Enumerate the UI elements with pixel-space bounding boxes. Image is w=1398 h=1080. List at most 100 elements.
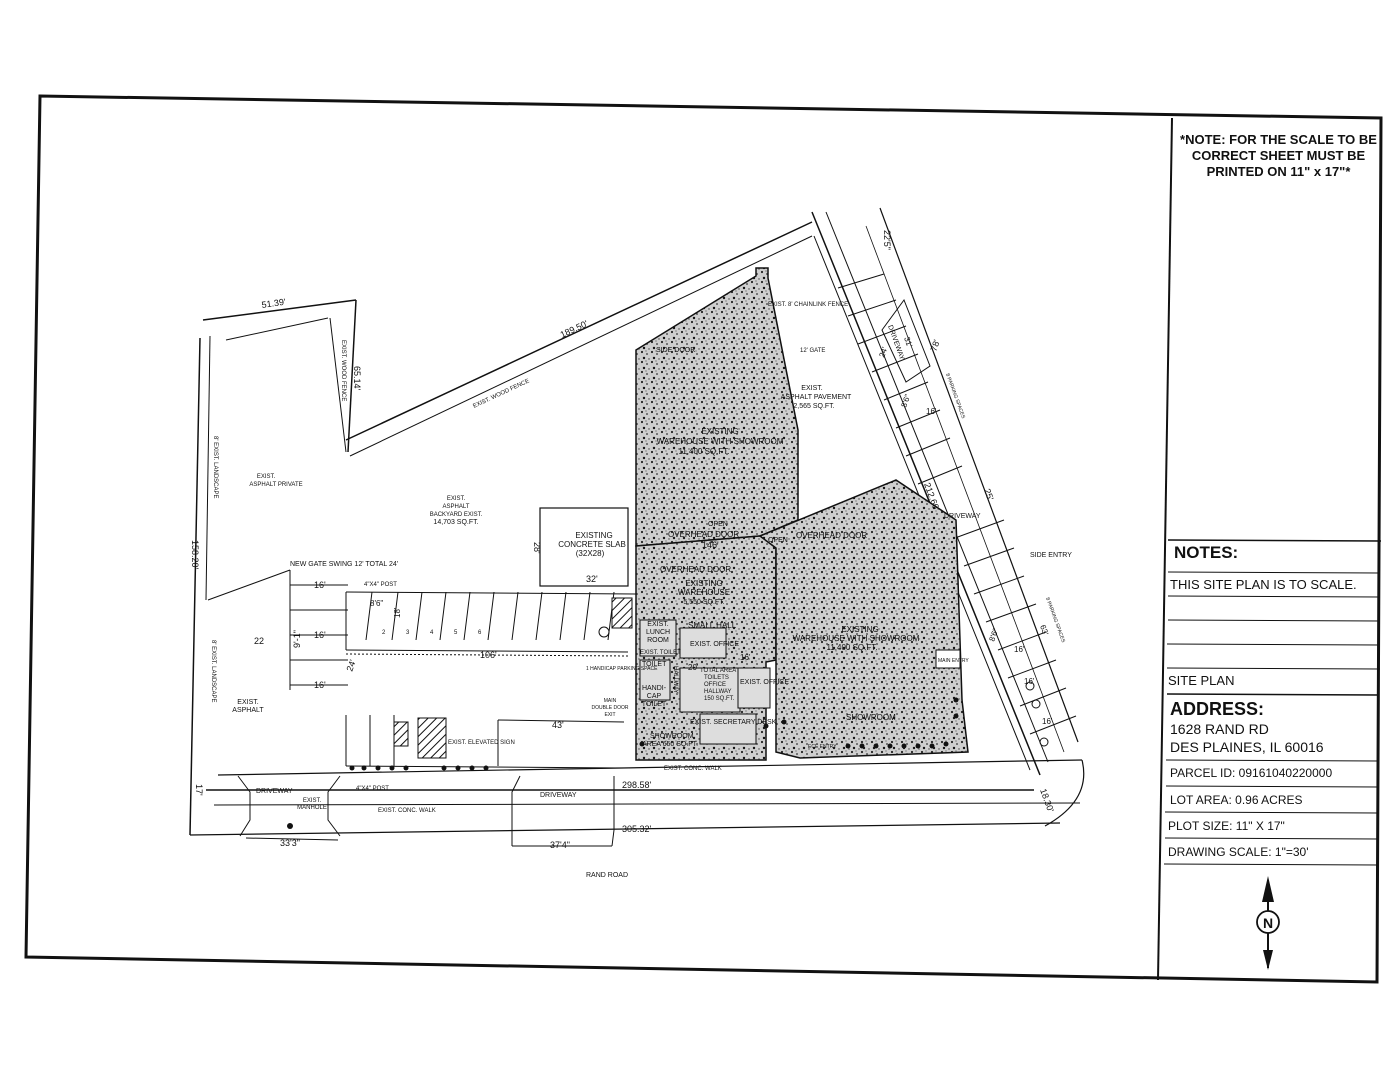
dim-25: 25' xyxy=(982,487,996,502)
label-office-a: EXIST. OFFICE xyxy=(690,641,739,648)
dim-298-58: 298.58' xyxy=(622,780,652,790)
dim-16b: 16' xyxy=(314,630,326,640)
dim-65-14: 65.14' xyxy=(352,366,362,391)
label-wh2-b: WAREHOUSE xyxy=(678,588,730,597)
planter-markers xyxy=(287,697,959,829)
title-block xyxy=(1157,117,1382,981)
lot-area: LOT AREA: 0.96 ACRES xyxy=(1170,793,1303,807)
label-manhole-2: MANHOLE xyxy=(297,805,327,811)
dim-17: 17' xyxy=(194,784,204,796)
label-overhead-a: OVERHEAD DOOR xyxy=(668,530,739,539)
dim-18: 18' xyxy=(393,607,402,618)
label-overhead-c: OVERHEAD DOOR xyxy=(660,565,731,574)
label-wh2-a: EXISTING xyxy=(685,579,722,588)
dim-106: 106' xyxy=(480,650,497,660)
label-driveway-s: DRIVEWAY xyxy=(540,792,577,799)
label-showroom-a: SHOWROOM xyxy=(650,733,694,740)
dim-8-6: 8'6" xyxy=(370,599,383,608)
label-rand-road: RAND ROAD xyxy=(586,872,628,879)
concrete-slab xyxy=(539,507,629,587)
dim-22: 22 xyxy=(254,636,264,646)
label-asphalt-pav-1: EXIST. xyxy=(801,385,822,392)
label-office-c: EXIST. OFFICE xyxy=(740,679,789,686)
sheet-border xyxy=(24,94,1383,984)
label-backyard-3: BACKYARD EXIST. xyxy=(430,512,483,518)
label-wh1-b: WAREHOUSE WITH SHOWROOM xyxy=(657,437,784,446)
label-chainlink: EXIST. 8' CHAINLINK FENCE xyxy=(768,302,848,308)
label-toilet-a: EXIST. TOILET xyxy=(640,650,681,656)
address-heading: ADDRESS: xyxy=(1170,699,1265,719)
parcel-id: PARCEL ID: 09161040220000 xyxy=(1170,766,1333,780)
label-asphalt-priv-1: EXIST. xyxy=(257,474,276,480)
label-slab-3: (32X28) xyxy=(576,549,605,558)
dim-20: 20' xyxy=(688,663,699,672)
notes-line: THIS SITE PLAN IS TO SCALE. xyxy=(1170,577,1357,592)
ramp-hatch xyxy=(611,597,633,629)
dim-16f: 16' xyxy=(1014,645,1025,654)
label-main-entry: MAIN ENTRY xyxy=(938,658,969,664)
label-showroom-b: SHOWROOM xyxy=(846,713,896,722)
label-backyard-1: EXIST. xyxy=(447,496,466,502)
label-backyard-4: 14,703 SQ.FT. xyxy=(433,519,478,526)
drawing-scale: DRAWING SCALE: 1"=30' xyxy=(1168,845,1309,859)
dim-22-5: 22'5" xyxy=(882,230,892,250)
label-slab-2: CONCRETE SLAB xyxy=(558,540,626,549)
dim-16h: 16' xyxy=(1042,717,1053,726)
dim-63: 63' xyxy=(1038,624,1050,637)
label-wh1-a: EXISTING xyxy=(701,427,738,436)
label-secretary: EXIST. SECRETARY DESK xyxy=(690,719,777,726)
dim-8-6c: 8'6" xyxy=(987,627,1000,643)
label-asphalt-priv-2: ASPHALT PRIVATE xyxy=(249,482,302,488)
label-asphalt-pav-2: ASPHALT PAVEMENT xyxy=(781,394,852,401)
dim-189-50: 189.50' xyxy=(559,318,590,340)
label-elev-sign: EXIST. ELEVATED SIGN xyxy=(448,740,515,746)
label-manhole-1: EXIST. xyxy=(303,798,322,804)
label-conc-walk-b: EXIST. CONC. WALK xyxy=(378,808,436,814)
label-side-door: SIDE DOOR xyxy=(656,347,695,354)
label-area-650: AREA 650 SQ.FT. xyxy=(642,741,698,748)
label-side-entry: SIDE ENTRY xyxy=(1030,552,1072,559)
stall-number-2: 2 xyxy=(382,630,386,636)
scale-note: *NOTE: FOR THE SCALE TO BE CORRECT SHEET… xyxy=(1180,132,1377,179)
label-hc-1: HANDI- xyxy=(642,685,667,692)
label-small-hall: SMALL HALL xyxy=(688,621,737,630)
label-driveway-e: DRIVEWAY xyxy=(944,513,981,520)
label-slab-1: EXISTING xyxy=(575,531,612,540)
label-wh1-c: 11,400 SQ.FT. xyxy=(679,447,730,456)
warehouse-north xyxy=(635,267,799,547)
dim-31: 31' xyxy=(902,336,914,349)
warehouse-east xyxy=(758,479,969,759)
label-parking-ne: 8 PARKING SPACES xyxy=(944,373,966,420)
label-landscape-w: 8' EXIST. LANDSCAPE xyxy=(212,436,218,499)
label-hc-2: CAP xyxy=(647,693,662,700)
label-main-door-3: EXIT xyxy=(604,712,615,718)
parking-stalls xyxy=(207,569,637,769)
label-hallway-b: HALLWAY xyxy=(704,689,732,695)
buildings xyxy=(635,267,969,761)
label-toilets: TOILETS xyxy=(704,675,729,681)
dim-28: 28' xyxy=(532,542,542,554)
stall-number-3: 3 xyxy=(406,630,410,636)
label-office-b: OFFICE xyxy=(704,682,726,688)
dim-24: 24' xyxy=(344,658,358,673)
dim-9-1: 9'-1" xyxy=(292,630,302,648)
label-lunch-3: ROOM xyxy=(647,637,669,644)
property-lines xyxy=(189,207,1085,847)
north-letter: N xyxy=(1263,915,1273,931)
dim-16c: 16' xyxy=(314,680,326,690)
label-gate-12: 12' GATE xyxy=(800,348,825,354)
stair-hatch xyxy=(393,721,409,747)
label-driveway-ne: DRIVEWAY xyxy=(886,324,905,361)
label-open-b: OPEN xyxy=(768,537,788,544)
label-handicap: 1 HANDICAP PARKING SPACE xyxy=(586,666,658,672)
dim-305-32: 305.32' xyxy=(622,824,652,834)
label-hallway-a: HALLWAY xyxy=(672,666,678,694)
label-asphalt-sw-1: EXIST. xyxy=(237,699,258,706)
label-main-door-2: DOUBLE DOOR xyxy=(592,705,629,711)
dim-33-3: 33'3" xyxy=(280,838,300,848)
label-driveway-w: DRIVEWAY xyxy=(256,788,293,795)
label-ece-entry: ECE ENTRY xyxy=(808,744,837,750)
dim-24b: 24' xyxy=(877,345,889,358)
dim-8-6b: 8'6" xyxy=(899,393,912,409)
